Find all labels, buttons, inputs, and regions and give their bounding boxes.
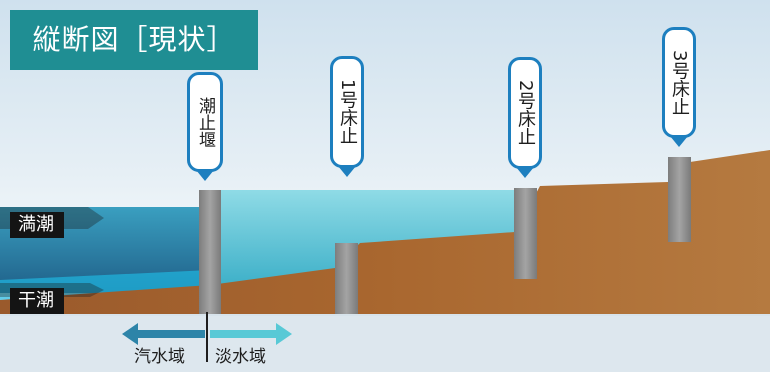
riverbed-ground xyxy=(0,150,770,315)
callout-tidal-weir: 潮止堰 xyxy=(187,72,223,181)
freshwater-arrow xyxy=(210,323,292,345)
diagram-title: 縦断図［現状］ xyxy=(32,23,236,56)
brackish-zone-label: 汽水域 xyxy=(134,347,185,367)
sill-2-structure xyxy=(514,188,537,279)
callout-sill-3: 3号床止 xyxy=(662,27,696,147)
callout-sill-1: 1号床止 xyxy=(330,56,364,177)
callout-sill-2: 2号床止 xyxy=(508,57,542,178)
callout-tidal-weir-label: 潮止堰 xyxy=(195,96,215,148)
callout-sill-2-label: 2号床止 xyxy=(515,80,536,146)
brackish-arrow xyxy=(122,323,205,345)
callout-sill-3-label: 3号床止 xyxy=(669,49,690,116)
high-tide-label: 満潮 xyxy=(10,212,64,238)
title-banner xyxy=(10,10,258,70)
callout-sill-1-label: 1号床止 xyxy=(337,79,358,145)
low-tide-label: 干潮 xyxy=(10,288,64,314)
tidal-weir-structure xyxy=(199,190,221,315)
freshwater-zone-label: 淡水域 xyxy=(215,347,266,367)
sill-1-structure xyxy=(335,243,358,315)
sill-3-structure xyxy=(668,157,691,242)
